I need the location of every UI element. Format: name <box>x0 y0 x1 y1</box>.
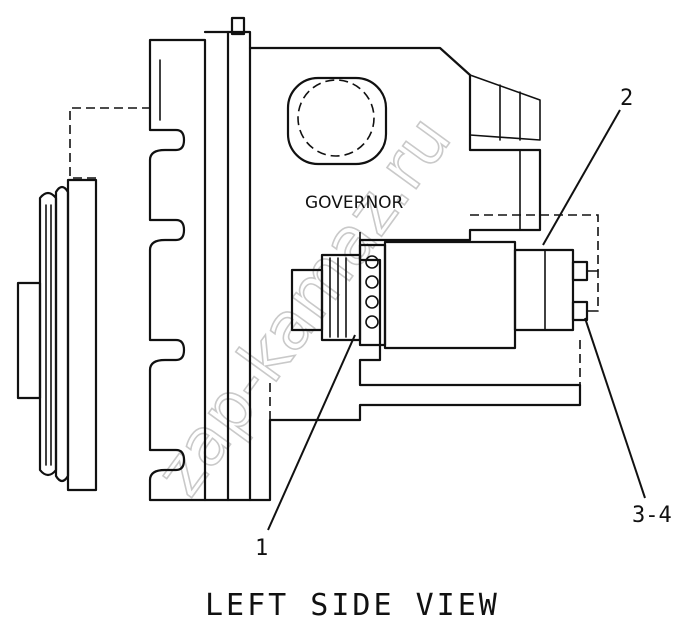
front-cover <box>148 38 207 502</box>
leader-line-2 <box>542 109 621 246</box>
pulley <box>16 178 98 492</box>
hidden-outline-solenoid <box>269 214 599 420</box>
leader-line-3-4 <box>584 317 646 499</box>
solenoid-terminals <box>571 260 599 322</box>
governor-label: GOVERNOR <box>305 193 404 213</box>
watermark: zap-kamaz.ru <box>141 102 466 509</box>
callout-2: 2 <box>620 86 633 111</box>
leader-line-1 <box>267 334 356 531</box>
callout-3-4: 3-4 <box>632 503 672 528</box>
view-caption: LEFT SIDE VIEW <box>205 588 500 623</box>
hidden-outline-left <box>69 100 151 179</box>
callout-1: 1 <box>255 536 268 561</box>
shutoff-solenoid <box>290 240 575 350</box>
governor-housing <box>248 46 582 502</box>
housing-flange <box>203 16 252 502</box>
inspection-cover <box>286 76 388 166</box>
